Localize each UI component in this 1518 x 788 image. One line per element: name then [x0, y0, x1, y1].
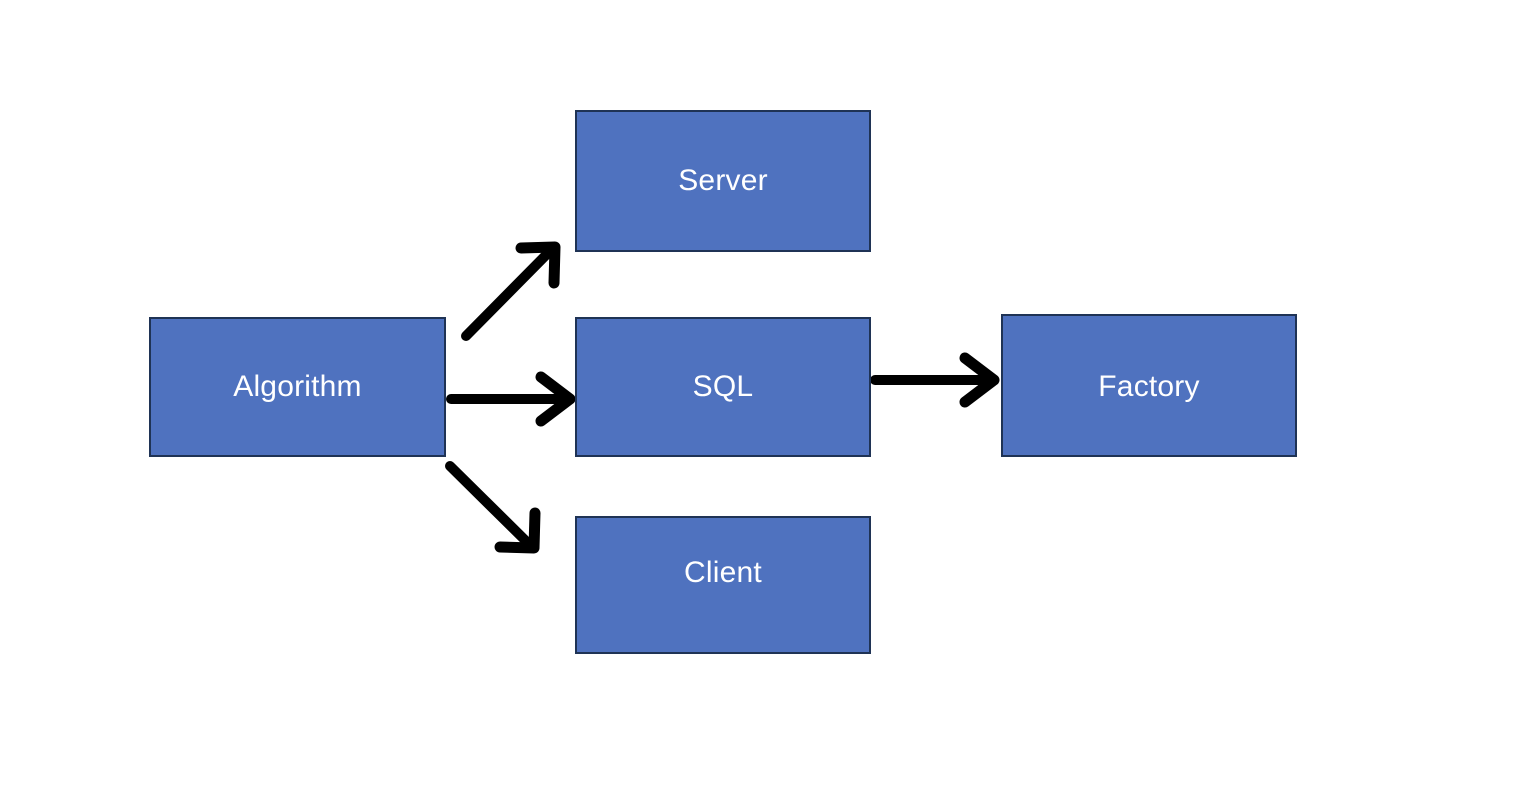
node-factory-label: Factory — [1098, 369, 1200, 403]
arrow-algorithm-to-server — [461, 241, 561, 341]
node-server-label: Server — [678, 164, 768, 197]
node-client[interactable]: Client — [575, 516, 871, 654]
arrow-sql-to-factory — [870, 352, 1000, 408]
node-client-label: Client — [684, 556, 762, 589]
node-sql[interactable]: SQL — [575, 317, 871, 457]
arrow-algorithm-to-sql — [446, 371, 576, 427]
node-factory[interactable]: Factory — [1001, 314, 1297, 457]
node-sql-label: SQL — [692, 370, 754, 403]
node-server[interactable]: Server — [575, 110, 871, 252]
node-algorithm[interactable]: Algorithm — [149, 317, 446, 457]
arrow-algorithm-to-client — [445, 461, 541, 554]
node-algorithm-label: Algorithm — [233, 370, 362, 403]
